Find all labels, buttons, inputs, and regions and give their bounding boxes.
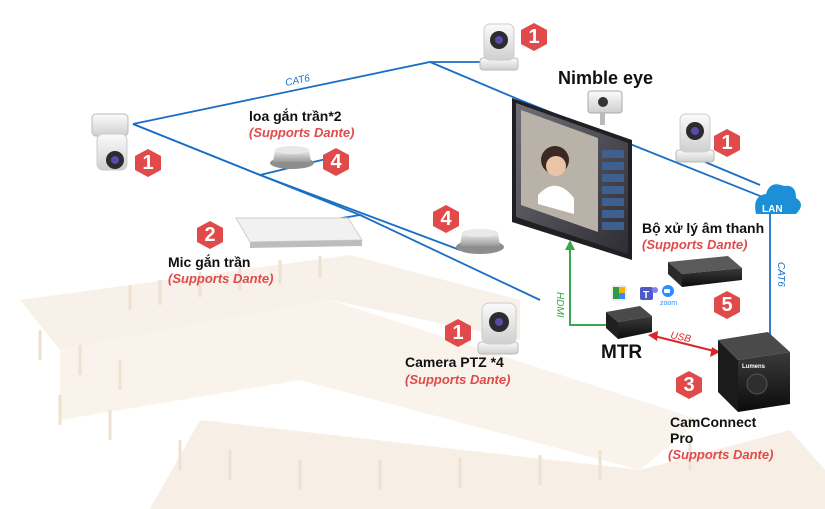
dsp-title: Bộ xử lý âm thanh — [642, 220, 765, 236]
cat6-label-top: CAT6 — [284, 73, 311, 89]
mtr-label: MTR — [601, 342, 643, 363]
ceiling-speaker-icon — [456, 229, 504, 254]
zoom-icon: zoom — [660, 285, 677, 307]
hdmi-label: HDMI — [554, 292, 565, 318]
mtr-box-icon — [606, 306, 652, 339]
conference-table-background — [20, 255, 825, 509]
display-screen-icon — [512, 98, 632, 260]
usb-label: USB — [669, 330, 692, 345]
badge-camera-top: 1 — [519, 22, 549, 52]
mic-dante: (Supports Dante) — [168, 271, 274, 286]
speaker-title: loa gắn trần*2 — [249, 108, 342, 124]
zoom-text: zoom — [660, 300, 677, 307]
camconnect-box-icon: Lumens — [718, 332, 790, 412]
meet-icon — [611, 285, 627, 301]
ptz-camera-icon — [479, 23, 519, 71]
usb-cable: USB — [648, 330, 720, 357]
badge-speaker-top: 4 — [321, 147, 351, 177]
cat6-label-right: CAT6 — [775, 262, 786, 287]
badge-camconnect: 3 — [674, 370, 704, 400]
speaker-dante: (Supports Dante) — [249, 125, 355, 140]
ceiling-mic-icon — [235, 217, 363, 248]
dsp-dante: (Supports Dante) — [642, 237, 748, 252]
dsp-box-icon — [668, 256, 742, 287]
camconnect-title-line2: Pro — [670, 430, 694, 446]
badge-speaker-mid: 4 — [431, 204, 461, 234]
ptz-camera-icon — [91, 113, 129, 171]
nimble-eye-camera-icon — [587, 90, 623, 125]
ceiling-speaker-icon — [270, 146, 314, 169]
badge-camera-bottom: 1 — [443, 318, 473, 348]
badge-mic: 2 — [195, 220, 225, 250]
camconnect-dante: (Supports Dante) — [668, 447, 774, 462]
camera-dante: (Supports Dante) — [405, 372, 511, 387]
badge-camera-left: 1 — [133, 148, 163, 178]
badge-dsp: 5 — [712, 290, 742, 320]
hdmi-cable: HDMI — [554, 240, 615, 326]
lumens-brand: Lumens — [742, 364, 766, 370]
nimble-eye-label: Nimble eye — [558, 68, 654, 88]
teams-icon: T — [640, 287, 658, 301]
lan-label: LAN — [762, 204, 783, 215]
svg-text:T: T — [643, 290, 649, 301]
mic-title: Mic gắn trần — [168, 254, 251, 270]
ptz-camera-icon — [675, 113, 715, 163]
camconnect-title-line1: CamConnect — [670, 414, 757, 430]
badge-camera-right: 1 — [712, 128, 742, 158]
lan-cloud-icon: LAN — [755, 184, 801, 215]
camera-title: Camera PTZ *4 — [405, 354, 504, 370]
ptz-camera-icon — [477, 302, 519, 355]
